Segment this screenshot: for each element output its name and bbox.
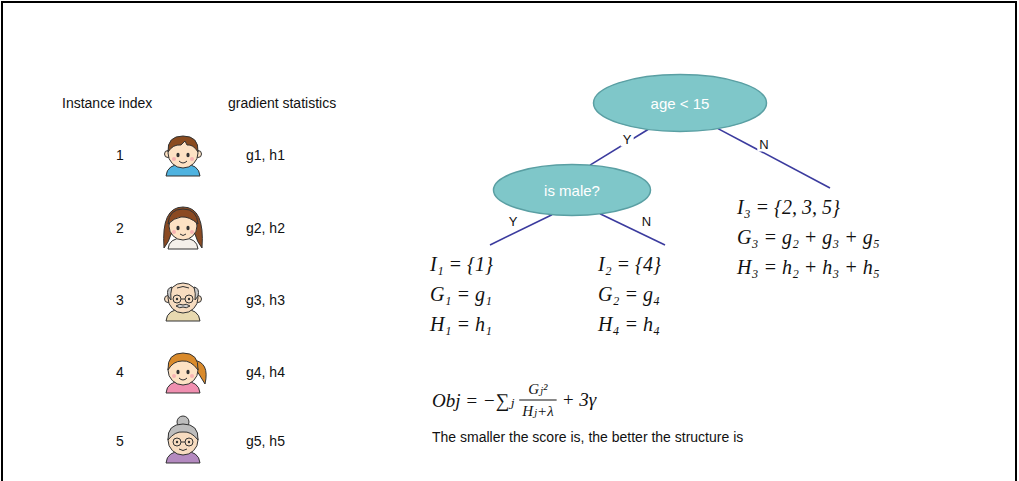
note-text: The smaller the score is, the better the… bbox=[432, 429, 743, 445]
gradient-statistics: g5, h5 bbox=[246, 433, 285, 449]
gradient-statistics: g2, h2 bbox=[246, 220, 285, 236]
leaf-formula: G₂ = g₄ bbox=[598, 279, 661, 309]
branch-label: Y bbox=[507, 213, 520, 228]
gradient-statistics: g1, h1 bbox=[246, 147, 285, 163]
leaf-node: I₃ = {2, 3, 5}G₃ = g₂ + g₃ + g₅H₃ = h₂ +… bbox=[735, 188, 882, 284]
branch-label: N bbox=[640, 214, 653, 229]
face-icon bbox=[165, 283, 202, 321]
tree-branch bbox=[490, 215, 552, 245]
instance-index: 3 bbox=[116, 292, 124, 308]
column-header: Instance index bbox=[62, 95, 152, 111]
tree-branch bbox=[718, 129, 830, 188]
leaf-formula: I₃ = {2, 3, 5} bbox=[737, 192, 880, 222]
leaf-formula: G₃ = g₂ + g₃ + g₅ bbox=[737, 222, 880, 252]
leaf-formula: H₄ = h₄ bbox=[598, 309, 661, 339]
formula-part: + 3γ bbox=[562, 389, 597, 411]
ellipse-shape bbox=[594, 75, 767, 132]
instance-index: 5 bbox=[116, 433, 124, 449]
instance-index: 4 bbox=[116, 364, 124, 380]
ellipse-shape bbox=[494, 165, 651, 216]
leaf-node: I₁ = {1}G₁ = g₁H₁ = h₁ bbox=[428, 245, 495, 341]
instance-index: 2 bbox=[116, 220, 124, 236]
instance-index: 1 bbox=[116, 147, 124, 163]
face-icon bbox=[166, 353, 206, 393]
leaf-node: I₂ = {4}G₂ = g₄H₄ = h₄ bbox=[596, 245, 663, 341]
gradient-statistics: g4, h4 bbox=[246, 364, 285, 380]
tree-branch bbox=[590, 129, 648, 165]
formula-numerator: Gⱼ² bbox=[528, 380, 547, 398]
column-header: gradient statistics bbox=[228, 95, 336, 111]
face-icon bbox=[165, 136, 202, 176]
split-node: is male? bbox=[492, 163, 652, 217]
fraction-bar bbox=[519, 400, 556, 401]
node-label: age < 15 bbox=[651, 95, 710, 112]
split-node: age < 15 bbox=[592, 73, 768, 133]
branch-label: Y bbox=[621, 132, 634, 147]
leaf-formula: I₂ = {4} bbox=[598, 249, 661, 279]
tree-branch bbox=[600, 214, 665, 245]
face-icon bbox=[166, 416, 200, 463]
face-icon bbox=[164, 207, 203, 249]
node-label: is male? bbox=[544, 182, 600, 199]
gradient-statistics: g3, h3 bbox=[246, 292, 285, 308]
leaf-formula: H₃ = h₂ + h₃ + h₅ bbox=[737, 252, 880, 282]
branch-label: N bbox=[757, 137, 770, 152]
leaf-formula: H₁ = h₁ bbox=[430, 309, 493, 339]
leaf-formula: I₁ = {1} bbox=[430, 249, 493, 279]
formula-part: Obj = −∑ⱼ bbox=[432, 389, 514, 412]
formula-denominator: Hⱼ+λ bbox=[522, 402, 553, 420]
leaf-formula: G₁ = g₁ bbox=[430, 279, 493, 309]
